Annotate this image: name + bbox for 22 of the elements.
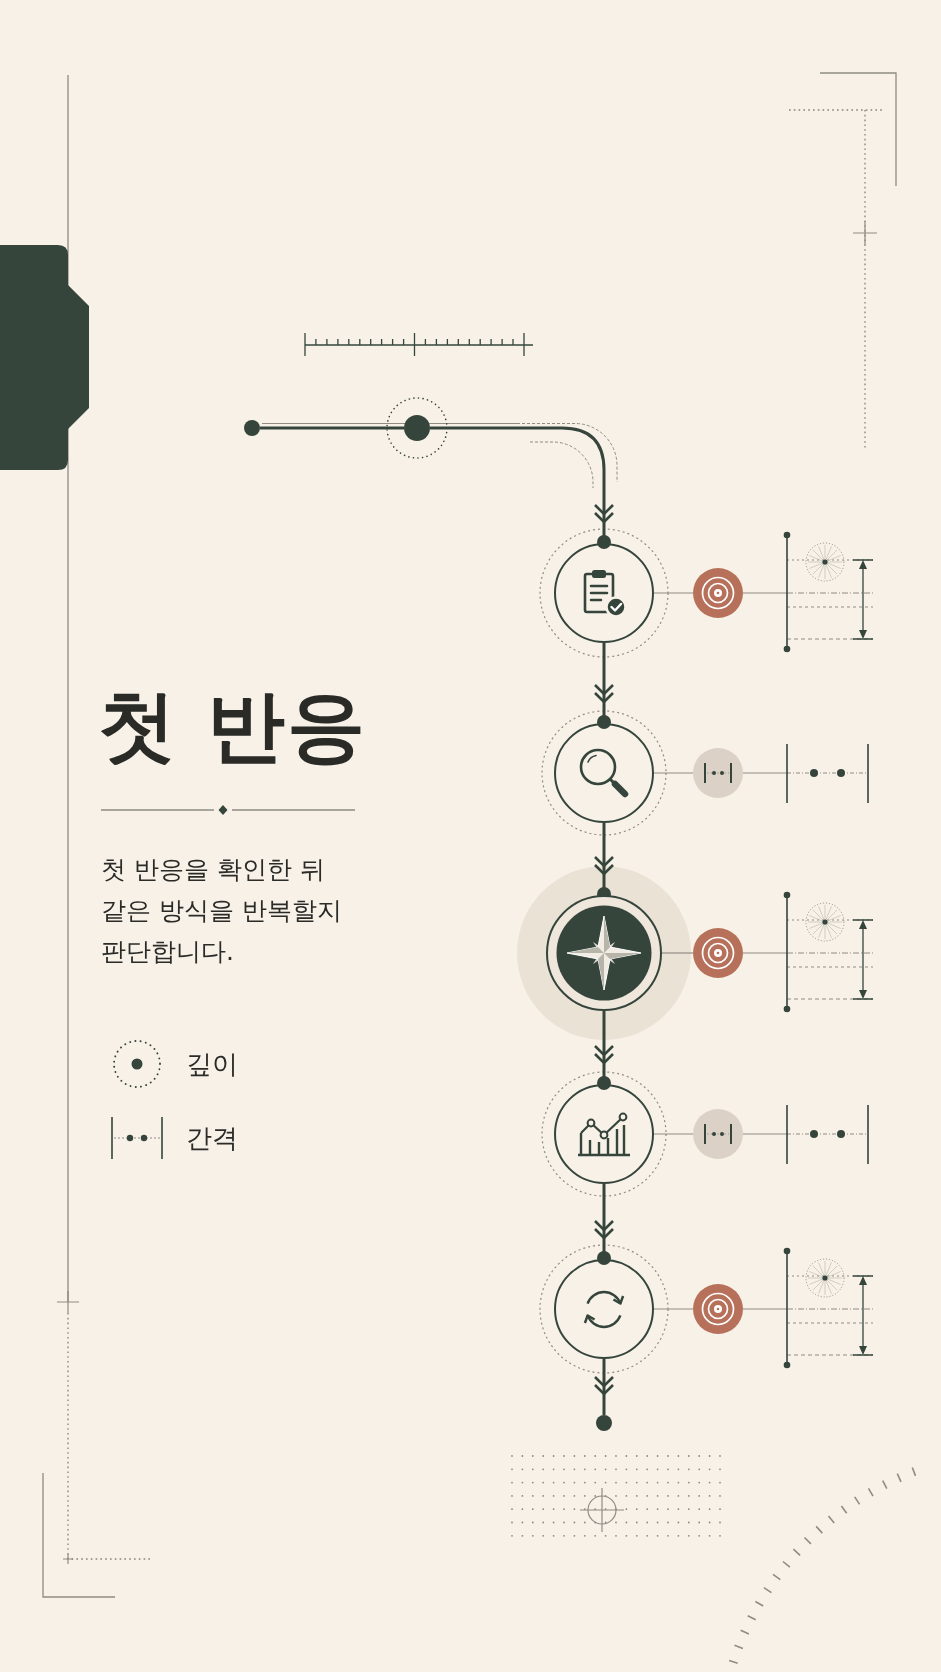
gap-badge [693, 748, 743, 798]
connector-line [653, 592, 694, 594]
step-circle [554, 723, 654, 823]
step-circle [554, 1259, 654, 1359]
connector-line [260, 426, 404, 430]
endpoint-dot [244, 420, 260, 436]
hub-dot [404, 415, 430, 441]
diagram-title: 첫 반응 [98, 680, 368, 772]
legend-label: 간격 [186, 1125, 238, 1151]
connector-line [653, 772, 694, 774]
legend-label: 깊이 [186, 1051, 238, 1077]
step-circle [554, 1084, 654, 1184]
target-badge [693, 1284, 743, 1334]
target-badge [693, 928, 743, 978]
gap-badge [693, 1109, 743, 1159]
target-badge [693, 568, 743, 618]
connector-line [653, 1308, 694, 1310]
connector-line [661, 952, 694, 954]
step-circle [554, 543, 654, 643]
description-text: 첫 반응을 확인한 뒤 같은 방식을 반복할지 판단합니다. [101, 854, 343, 968]
connector-line [653, 1133, 694, 1135]
endpoint-dot [596, 1415, 612, 1431]
